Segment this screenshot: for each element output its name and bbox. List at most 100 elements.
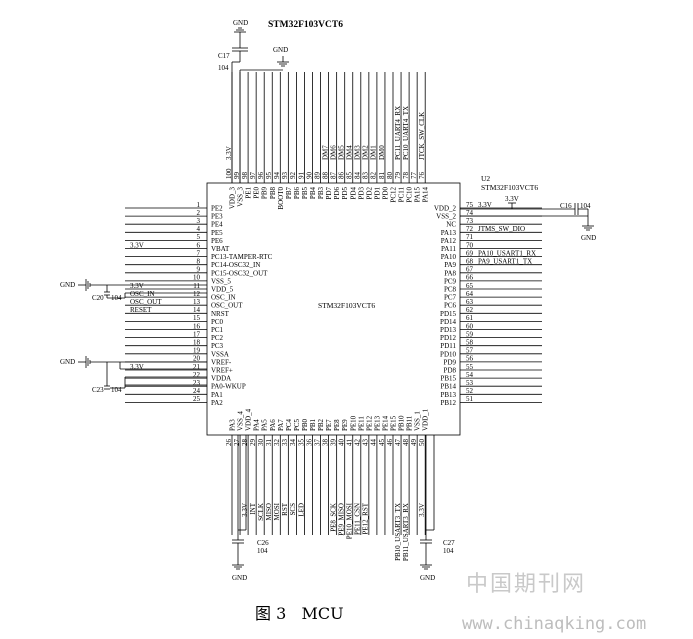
gnd-label-c23: GND — [60, 358, 75, 366]
c23-val: 104 — [111, 386, 122, 394]
pin-number: 39 — [329, 439, 337, 447]
pin-net: OSC_IN — [130, 290, 155, 298]
pin-number: 14 — [193, 306, 201, 314]
pin-name: PC9 — [444, 277, 457, 285]
diagram-title: STM32F103VCT6 — [268, 20, 343, 30]
pin-name: PE14 — [381, 415, 389, 431]
pin-name: VDDA — [211, 375, 231, 383]
c16-ref: C16 — [560, 202, 572, 210]
cap-c27-network: C27 104 GND — [420, 435, 455, 582]
cap-c23-network: GND C23 104 — [60, 356, 207, 394]
pin-name: PE3 — [211, 213, 223, 221]
c27-ref: C27 — [443, 539, 455, 547]
c20-val: 104 — [111, 294, 122, 302]
pin-net: 3.3V — [130, 282, 144, 290]
pin-name: PD13 — [440, 326, 456, 334]
pin-name: PB0 — [301, 418, 309, 431]
pin-name: VDD_3 — [229, 187, 237, 210]
pin-name: PB10 — [398, 415, 406, 431]
pin-number: 64 — [466, 290, 474, 298]
u2-ref: U2 — [481, 174, 490, 183]
pin-name: PD8 — [444, 367, 457, 375]
pin-number: 74 — [466, 209, 474, 217]
pin-net: JTCK_SW_CLK — [418, 112, 426, 160]
pin-name: OSC_OUT — [211, 302, 243, 310]
pin-name: PA7 — [277, 419, 285, 431]
gnd-label-c26: GND — [232, 574, 247, 582]
pin-name: PA9 — [444, 261, 456, 269]
pin-name: PC1 — [211, 326, 224, 334]
cap-c17-network: GND C17 104 — [218, 19, 248, 183]
pin-net: RST — [281, 502, 289, 516]
pin-name: PD9 — [444, 358, 457, 366]
pin-name: VDD_5 — [211, 286, 234, 294]
pin-name: PE1 — [245, 187, 253, 199]
pin-number: 83 — [362, 172, 370, 180]
pin-name: PE13 — [373, 415, 381, 431]
watermark-url: www.chinaqking.com — [462, 614, 647, 634]
pin-number: 38 — [321, 439, 329, 447]
pin-name: VREF+ — [211, 367, 233, 375]
pin-number: 13 — [193, 298, 201, 306]
c17-val: 104 — [218, 64, 229, 72]
pin-number: 60 — [466, 322, 474, 330]
pin-name: VDD_1 — [422, 408, 430, 431]
pin-net: PE10_MOSI — [346, 502, 354, 539]
top-pins: 100VDD_33.3V99VSS_398PE197PE096PB995PB89… — [225, 72, 430, 210]
mcu-center-label: STM32F103VCT6 — [318, 301, 375, 310]
pin-number: 26 — [225, 439, 233, 447]
pin-number: 91 — [297, 172, 305, 180]
pin-net: DM3 — [354, 145, 362, 160]
pin-number: 47 — [394, 439, 402, 447]
pin-name: VDD_4 — [245, 408, 253, 431]
pin-net: DM1 — [370, 145, 378, 160]
pin-number: 88 — [321, 172, 329, 180]
pin-name: PC14-OSC32_IN — [211, 261, 260, 269]
pin-number: 22 — [193, 371, 201, 379]
pin-number: 72 — [466, 225, 474, 233]
pin-name: PE6 — [211, 237, 223, 245]
pin-number: 19 — [193, 347, 201, 355]
pin-name: VDD_2 — [434, 205, 457, 213]
pin-number: 2 — [197, 209, 201, 217]
pin-number: 41 — [346, 439, 354, 447]
pin-name: PA11 — [441, 245, 457, 253]
pin-name: PC3 — [211, 342, 224, 350]
cap-c26-network: C26 104 GND — [232, 435, 269, 582]
pin-number: 90 — [305, 172, 313, 180]
pin-name: PB13 — [440, 391, 456, 399]
pin-number: 9 — [197, 266, 201, 274]
pin-name: PB14 — [440, 383, 456, 391]
pin-number: 81 — [378, 172, 386, 180]
pin-name: PA13 — [441, 229, 457, 237]
